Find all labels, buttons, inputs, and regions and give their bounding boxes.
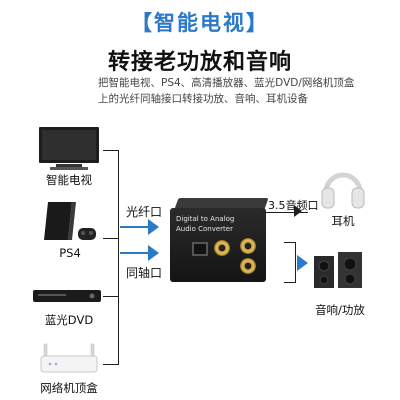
bracket-vertical: [118, 150, 119, 365]
dvd-player-icon: [32, 288, 102, 308]
rca-jack-icon: [240, 238, 256, 254]
jack-output-label: 3.5音频口: [268, 199, 319, 212]
headphones-label: 耳机: [331, 214, 355, 228]
optical-input-label: 光纤口: [126, 205, 163, 219]
description-line-1: 把智能电视、PS4、高清播放器、蓝光DVD/网络机顶盒: [98, 77, 355, 89]
rca-bracket-top: [284, 242, 296, 243]
headphones-icon: [318, 162, 368, 216]
arrow-line: [120, 252, 150, 254]
coaxial-input-label: 同轴口: [126, 266, 163, 280]
coaxial-jack-icon: [214, 240, 230, 256]
connector-line: [103, 296, 119, 297]
rca-jack-icon: [240, 258, 256, 274]
device-label-tv: 智能电视: [46, 173, 92, 187]
rca-bracket-vertical: [295, 242, 296, 282]
arrow-right-icon: [148, 245, 159, 261]
arrow-right-icon: [294, 205, 302, 217]
ps4-icon: [42, 200, 98, 248]
converter-label: Digital to Analog Audio Converter: [176, 214, 268, 234]
arrow-right-icon: [297, 255, 308, 271]
tv-icon: [38, 126, 100, 176]
audio-converter: Digital to Analog Audio Converter: [164, 192, 272, 284]
converter-label-line-1: Digital to Analog: [176, 215, 235, 223]
category-tag: 【智能电视】: [131, 11, 269, 35]
arrow-line: [120, 226, 150, 228]
speakers-label: 音响/功放: [315, 303, 365, 317]
page-title: 转接老功放和音响: [107, 50, 292, 75]
optical-port-icon: [192, 242, 208, 256]
connector-line: [103, 238, 119, 239]
description-line-2: 上的光纤同轴接口转接功放、音响、耳机设备: [98, 93, 308, 105]
output-line: [262, 212, 308, 213]
device-label-dvd: 蓝光DVD: [44, 313, 94, 327]
speaker-icon: [312, 250, 366, 294]
arrow-right-icon: [148, 219, 159, 235]
device-label-router: 网络机顶盒: [40, 381, 98, 395]
router-icon: [40, 342, 98, 380]
device-label-ps4: PS4: [59, 246, 81, 260]
connector-line: [103, 150, 119, 151]
connector-line: [103, 364, 119, 365]
converter-label-line-2: Audio Converter: [176, 225, 233, 233]
rca-bracket-bottom: [284, 282, 296, 283]
